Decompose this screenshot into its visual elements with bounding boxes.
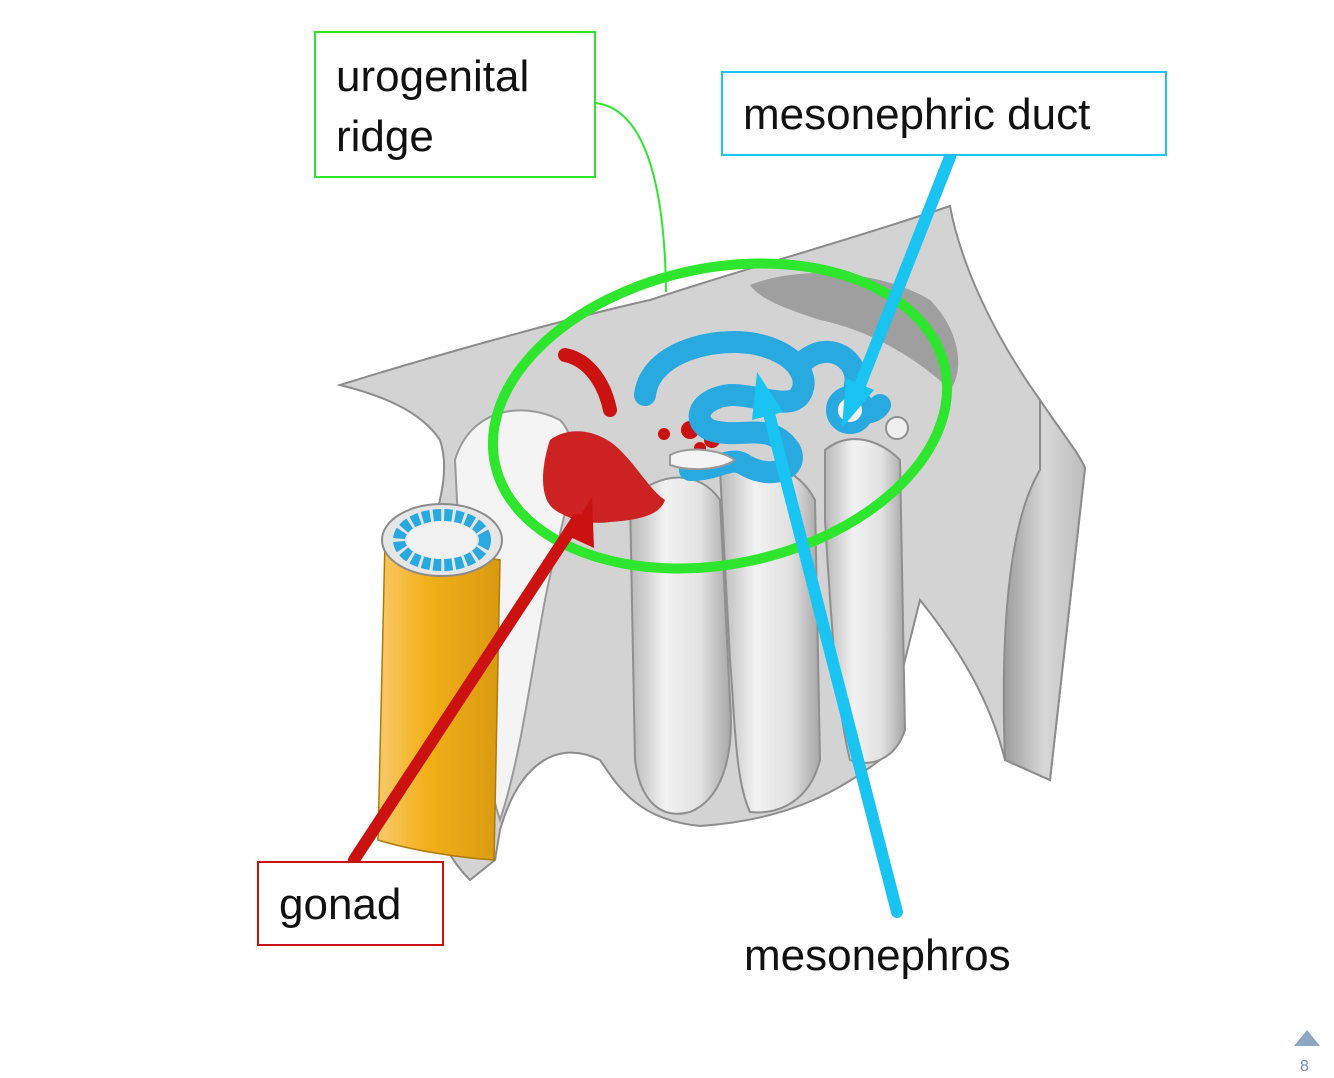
mesonephros-arrow: [752, 372, 903, 918]
red-tubule-curve: [558, 348, 617, 417]
page-number: 8: [1300, 1058, 1309, 1075]
urogenital-ridge-outline: [487, 258, 953, 574]
gonad-tissue: [543, 431, 665, 523]
side-duct-lumen: [885, 416, 909, 440]
tissue-outer-wall: [1002, 396, 1087, 782]
tissue-column-center: [628, 476, 732, 815]
gonad-label-text: gonad: [279, 880, 402, 929]
mesonephros-label: mesonephros: [744, 931, 1011, 980]
tissue-block: [336, 204, 1087, 882]
tube-lumen: [407, 521, 477, 559]
dorsal-aorta-tube: [377, 503, 503, 861]
gonad-arrow: [348, 497, 594, 866]
urogenital-ridge-label: urogenital ridge: [314, 31, 596, 178]
mesonephric-duct-arrow: [842, 151, 956, 428]
tube-body: [377, 539, 501, 861]
mesonephric-duct-label: mesonephric duct: [721, 71, 1167, 156]
mesonephric-duct-label-text: mesonephric duct: [743, 90, 1091, 139]
gonad-label: gonad: [257, 861, 444, 946]
tube-epithelium: [393, 509, 491, 571]
urogenital-ridge-leader: [595, 102, 667, 293]
urogenital-ridge-label-line2: ridge: [336, 112, 434, 161]
mesonephric-tubule: [634, 331, 815, 484]
up-arrow-icon[interactable]: [1294, 1030, 1320, 1046]
tubule-lumen: [669, 448, 737, 471]
urogenital-ridge-label-line1: urogenital: [336, 52, 530, 101]
